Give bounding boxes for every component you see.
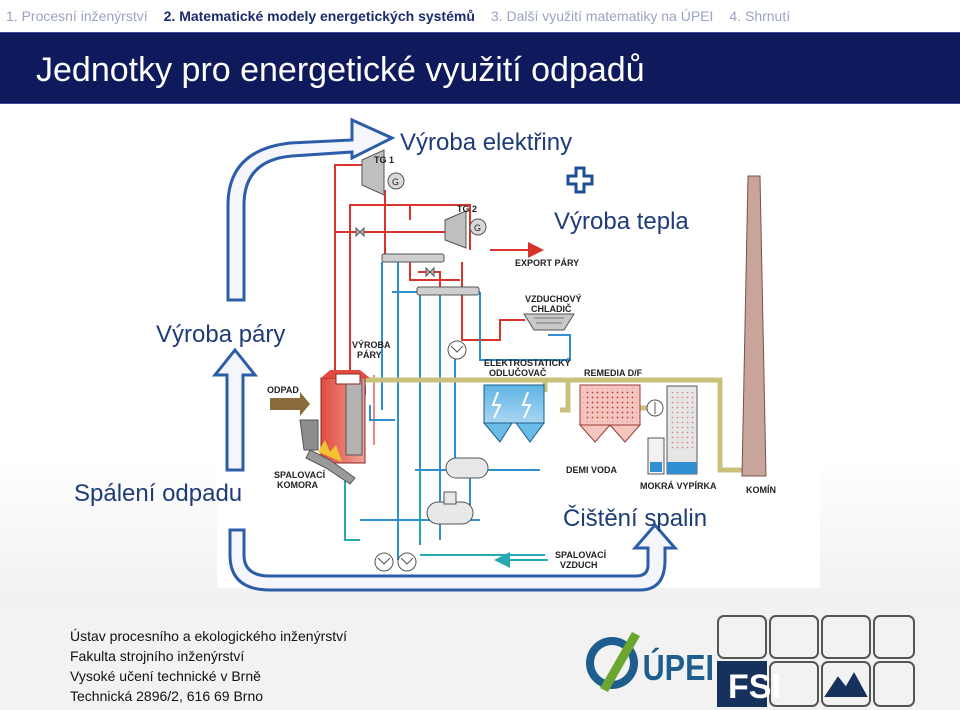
turbine-tg2: G TG 2: [444, 204, 487, 249]
label-demi-voda: DEMI VODA: [566, 465, 618, 475]
nav-item-matematicke-modely[interactable]: 2. Matematické modely energetických syst…: [163, 8, 475, 24]
air-cooler: [523, 313, 575, 331]
turbine-tg1: G TG 1: [361, 149, 405, 196]
footer-logos: ÚPEI FSI: [586, 615, 915, 707]
label-spalovaci-komora-1: SPALOVACÍ: [274, 470, 326, 480]
label-remedia: REMEDIA D/F: [584, 368, 643, 378]
arrow-bottom-cleaning: [228, 522, 679, 592]
air-lines: [344, 470, 548, 568]
footer-line-address: Technická 2896/2, 616 69 Brno: [70, 688, 264, 704]
label-spalovaci-vzduch-2: VZDUCH: [560, 560, 598, 570]
footer-line-university: Vysoké učení technické v Brně: [70, 668, 261, 684]
upei-logo: ÚPEI: [586, 632, 714, 692]
diagram-background: [217, 136, 820, 588]
nav-item-shrnuti[interactable]: 4. Shrnutí: [729, 8, 791, 24]
label-vyroba-tepla: Výroba tepla: [554, 208, 689, 235]
footer-line-institute: Ústav procesního a ekologického inženýrs…: [70, 628, 348, 644]
nav-item-dalsi-vyuziti[interactable]: 3. Další využití matematiky na ÚPEI: [490, 8, 714, 24]
label-vzduchovy-1: VZDUCHOVÝ: [525, 293, 582, 304]
tg2-label: TG 2: [457, 204, 477, 214]
remedia-filter: [578, 384, 642, 443]
heat-exchanger: [447, 340, 467, 360]
arrow-to-electricity: [226, 117, 396, 302]
induced-fan: [646, 399, 664, 417]
footer: Ústav procesního a ekologického inženýrs…: [0, 608, 960, 710]
label-vyroba-elektriny: Výroba elektřiny: [400, 129, 572, 156]
label-mokra-vypirka: MOKRÁ VYPÍRKA: [640, 481, 717, 491]
electrostatic-precipitator: [482, 384, 545, 443]
label-spaleni-odpadu: Spálení odpadu: [74, 480, 242, 507]
waste-feed: [270, 392, 319, 451]
label-elektrostaticky-1: ELEKTROSTATICKÝ: [484, 357, 571, 368]
tg1-generator-label: G: [392, 177, 399, 187]
nav-item-procesni[interactable]: 1. Procesní inženýrství: [6, 8, 148, 24]
tg2-generator-label: G: [474, 223, 481, 233]
label-export-pary: EXPORT PÁRY: [515, 258, 579, 268]
title-bar: Jednotky pro energetické využití odpadů: [0, 32, 960, 104]
chimney: [741, 175, 767, 477]
waste-to-energy-diagram: Výroba elektřiny Výroba tepla Výroba pár…: [74, 117, 776, 592]
valves: [355, 226, 435, 278]
fsi-mark: FSI: [728, 668, 781, 706]
label-vyroba-pary: Výroba páry: [156, 321, 285, 348]
wet-scrubber: [647, 385, 698, 475]
feedwater-tank: [445, 457, 489, 479]
arrow-to-steam-up: [211, 347, 259, 472]
deaerator-tank: [426, 491, 474, 525]
steam-headers: [381, 253, 480, 296]
institution-address: Ústav procesního a ekologického inženýrs…: [70, 626, 347, 706]
plus-icon: [566, 166, 594, 194]
label-vzduchovy-2: CHLADIČ: [531, 303, 572, 314]
label-spalovaci-vzduch-1: SPALOVACÍ: [555, 550, 607, 560]
combustion-chamber: [305, 440, 356, 485]
slide-title: Jednotky pro energetické využití odpadů: [36, 51, 645, 89]
footer-line-faculty: Fakulta strojního inženýrství: [70, 648, 245, 664]
label-cisteni-spalin: Čištění spalin: [563, 504, 707, 532]
label-spalovaci-komora-2: KOMORA: [277, 480, 318, 490]
feed-pumps: [374, 552, 417, 572]
label-vyroba-pary-2: PÁRY: [357, 350, 382, 360]
section-nav: 1. Procesní inženýrství 2. Matematické m…: [0, 0, 960, 32]
label-vyroba-pary-1: VÝROBA: [352, 339, 391, 350]
cycle-arrows: [211, 117, 679, 592]
water-lines: [360, 262, 571, 560]
label-komin: KOMÍN: [746, 485, 776, 495]
upei-logo-text: ÚPEI: [643, 648, 714, 689]
label-elektrostaticky-2: ODLUČOVAČ: [489, 367, 547, 378]
vut-fsi-logo: [717, 615, 915, 707]
tg1-label: TG 1: [374, 155, 394, 165]
label-odpad: ODPAD: [267, 385, 299, 395]
